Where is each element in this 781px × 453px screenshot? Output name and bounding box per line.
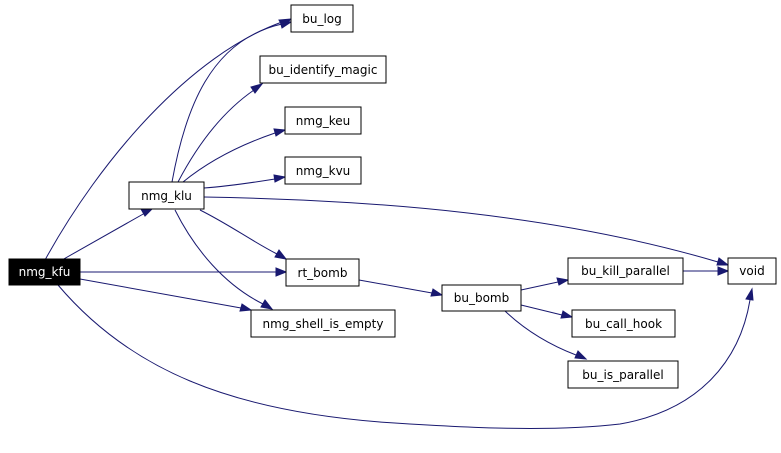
node-label: void (739, 264, 764, 278)
edge-bu_kill_parallel-void (683, 266, 730, 276)
edge-bu_bomb-bu_is_parallel (504, 310, 588, 360)
edge-nmg_kfu-void (57, 284, 754, 429)
node-label: rt_bomb (298, 266, 348, 280)
node-nmg_kvu[interactable]: nmg_kvu (284, 156, 362, 185)
edge-nmg_klu-nmg_keu (182, 128, 287, 183)
node-bu_log[interactable]: bu_log (290, 4, 354, 33)
node-label: nmg_kvu (296, 164, 351, 178)
node-void[interactable]: void (727, 257, 777, 285)
edge-nmg_klu-rt_bomb (199, 209, 288, 260)
node-nmg_kfu[interactable]: nmg_kfu (8, 258, 81, 286)
node-label: bu_bomb (454, 291, 510, 305)
node-label: bu_call_hook (585, 317, 662, 331)
node-bu_call_hook[interactable]: bu_call_hook (571, 309, 676, 338)
node-label: bu_identify_magic (269, 63, 378, 77)
node-layer: nmg_kfu nmg_klu bu_log bu_identify_magic… (8, 4, 777, 389)
edge-nmg_kfu-nmg_shell_is_empty (79, 278, 253, 312)
edge-nmg_klu-bu_identify_magic (177, 83, 264, 183)
edge-nmg_klu-bu_log (171, 20, 293, 183)
node-nmg_shell_is_empty[interactable]: nmg_shell_is_empty (250, 309, 396, 338)
node-nmg_keu[interactable]: nmg_keu (284, 106, 362, 135)
edge-bu_bomb-bu_call_hook (520, 304, 574, 319)
edge-nmg_kfu-bu_log (44, 18, 293, 261)
node-rt_bomb[interactable]: rt_bomb (285, 258, 360, 287)
node-label: bu_is_parallel (582, 368, 663, 382)
node-bu_kill_parallel[interactable]: bu_kill_parallel (567, 257, 684, 285)
node-label: bu_log (302, 12, 342, 26)
edge-nmg_klu-nmg_kvu (203, 174, 287, 189)
edge-rt_bomb-bu_bomb (358, 279, 444, 297)
node-label: nmg_kfu (19, 265, 71, 279)
edge-nmg_klu-void (203, 196, 730, 266)
node-bu_bomb[interactable]: bu_bomb (441, 284, 522, 312)
node-label: nmg_klu (141, 189, 192, 203)
node-bu_identify_magic[interactable]: bu_identify_magic (259, 55, 387, 84)
edge-nmg_klu-nmg_shell_is_empty (174, 209, 274, 310)
edge-bu_bomb-bu_kill_parallel (520, 277, 570, 291)
node-nmg_klu[interactable]: nmg_klu (128, 181, 205, 210)
node-label: nmg_keu (296, 114, 350, 128)
edge-nmg_kfu-rt_bomb (80, 267, 288, 277)
node-label: bu_kill_parallel (581, 264, 670, 278)
node-bu_is_parallel[interactable]: bu_is_parallel (567, 360, 679, 389)
node-label: nmg_shell_is_empty (263, 317, 384, 331)
edge-nmg_kfu-nmg_klu (61, 207, 155, 261)
edge-layer (44, 18, 754, 429)
